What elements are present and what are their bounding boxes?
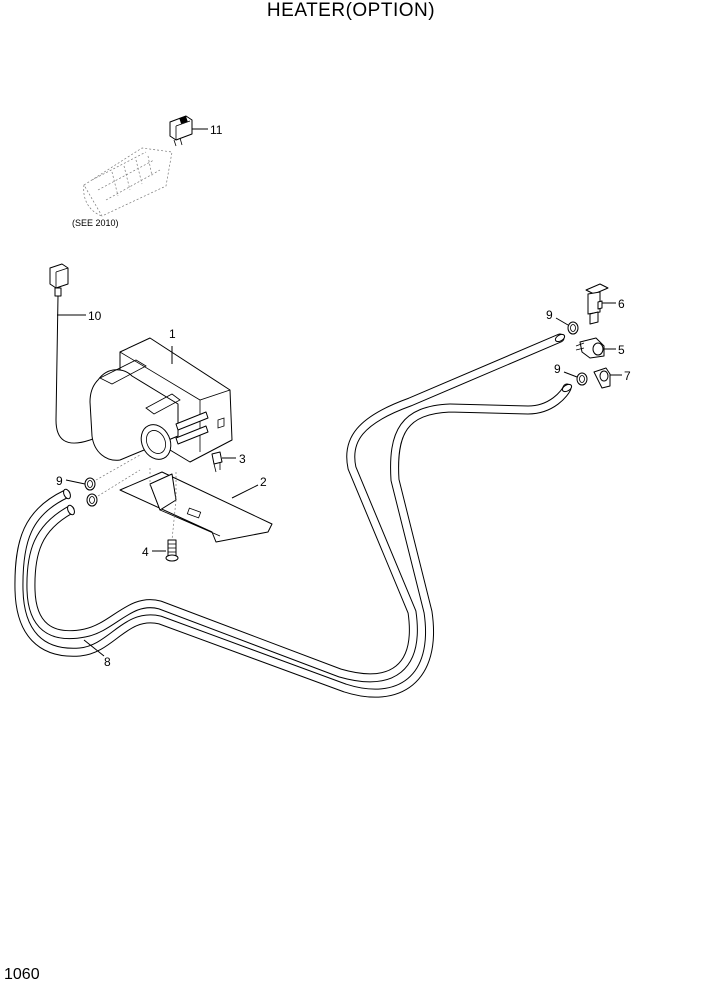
callout-8: 8 <box>104 655 111 669</box>
callout-4: 4 <box>142 545 149 559</box>
see-reference-note: (SEE 2010) <box>72 218 119 228</box>
callout-10: 10 <box>88 309 102 323</box>
leader-8 <box>83 639 105 657</box>
callout-11: 11 <box>210 123 223 137</box>
mounting-bracket <box>119 468 273 543</box>
rocker-switch <box>169 115 208 147</box>
elbow-fitting-7 <box>593 367 622 389</box>
callout-2: 2 <box>260 475 267 489</box>
hose-clamp-top <box>555 317 579 335</box>
callout-6: 6 <box>618 297 625 311</box>
fitting-3 <box>211 451 236 473</box>
callout-9-mid: 9 <box>554 362 561 376</box>
shutoff-valve <box>585 283 616 325</box>
hose-clamps-left <box>65 454 141 507</box>
callout-9-left: 9 <box>56 474 63 488</box>
callout-3: 3 <box>239 452 246 466</box>
heater-unit <box>89 337 233 463</box>
console-reference <box>83 147 173 217</box>
page-number: 1060 <box>4 966 40 983</box>
callout-5: 5 <box>618 343 625 357</box>
hose-assembly <box>14 333 573 698</box>
hose-clamp-mid <box>563 371 588 386</box>
callout-1: 1 <box>169 327 176 341</box>
callout-9-top: 9 <box>546 308 553 322</box>
callout-7: 7 <box>624 369 631 383</box>
elbow-fitting-5 <box>575 337 616 359</box>
wire-harness <box>49 263 113 444</box>
bolt <box>152 539 179 562</box>
diagram-title: HEATER(OPTION) <box>266 0 436 21</box>
